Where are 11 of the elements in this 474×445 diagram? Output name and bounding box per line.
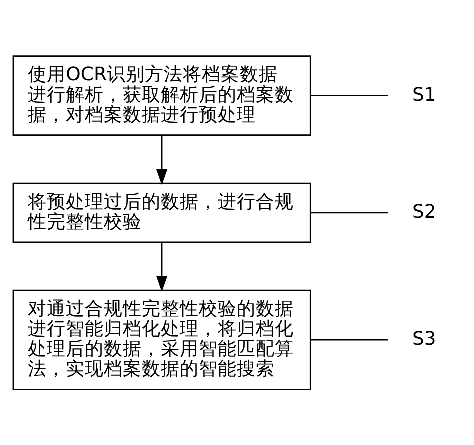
node-text: S2 bbox=[412, 201, 436, 222]
connector bbox=[310, 212, 388, 214]
node-text: S1 bbox=[412, 84, 436, 106]
connector bbox=[310, 94, 388, 96]
arrow bbox=[156, 242, 168, 292]
arrow bbox=[156, 135, 168, 185]
node-text: S3 bbox=[412, 328, 436, 350]
node-box: 将预处理过后的数据，进行合规性完整性校验 bbox=[12, 182, 312, 243]
node-box: 使用OCR识别方法将档案数据进行解析，获取解析后的档案数据，对档案数据进行预处理 bbox=[12, 55, 312, 136]
connector bbox=[310, 338, 388, 340]
node-box: 对通过合规性完整性校验的数据进行智能归档化处理，将归档化处理后的数据，采用智能匹配算法，实现档案数据的智能搜索 bbox=[12, 289, 312, 390]
